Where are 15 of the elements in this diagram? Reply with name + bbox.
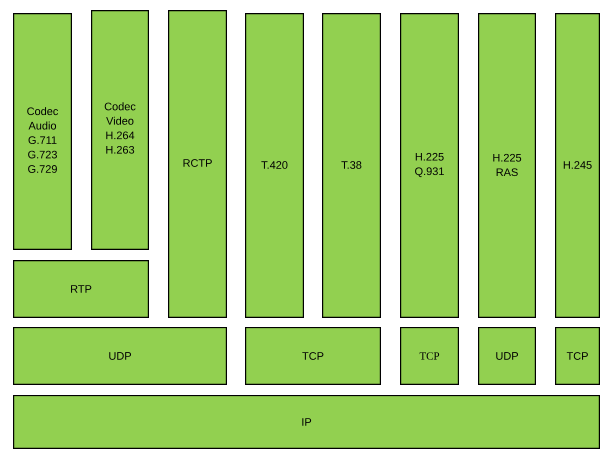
- layer-box: RCTP: [168, 10, 227, 318]
- layer-box: TCP: [245, 327, 381, 385]
- layer-box: H.245: [555, 13, 600, 318]
- layer-box: IP: [13, 395, 600, 449]
- layer-box: RTP: [13, 260, 149, 318]
- layer-box: Codec Video H.264 H.263: [91, 10, 149, 250]
- layer-box: UDP: [478, 327, 536, 385]
- layer-box: H.225 Q.931: [400, 13, 459, 318]
- layer-box: T.420: [245, 13, 304, 318]
- layer-box: T.38: [322, 13, 381, 318]
- layer-box: Codec Audio G.711 G.723 G.729: [13, 13, 72, 250]
- layer-box: TCP: [555, 327, 600, 385]
- layer-box: TCP: [400, 327, 459, 385]
- layer-box: UDP: [13, 327, 227, 385]
- layer-box: H.225 RAS: [478, 13, 536, 318]
